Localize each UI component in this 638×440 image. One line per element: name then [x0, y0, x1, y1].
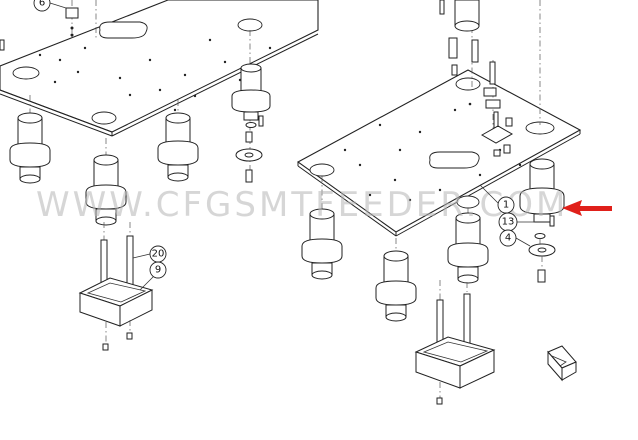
right-standoff-a [301, 176, 343, 280]
right-standoff-b [447, 208, 489, 284]
callout-6: 6 [33, 0, 67, 12]
left-standoff-upright [231, 63, 271, 183]
red-pointer-arrow [562, 200, 612, 216]
right-standoff-c [375, 238, 417, 322]
left-top-plate [0, 0, 319, 133]
watermark-text: WWW.CFGSMTFEEDER.COM [36, 185, 568, 225]
svg-text:6: 6 [39, 0, 45, 9]
svg-text:9: 9 [155, 265, 161, 276]
right-standoff-upright [519, 158, 565, 283]
svg-text:4: 4 [505, 233, 511, 244]
left-standoff-b [157, 100, 199, 182]
callout-4: 4 [499, 229, 531, 247]
callout-13: 13 [498, 212, 535, 232]
left-standoff-a [9, 95, 51, 184]
right-box [414, 336, 496, 389]
svg-text:13: 13 [502, 217, 515, 228]
callout-9: 9 [139, 261, 167, 291]
svg-text:1: 1 [503, 200, 509, 211]
svg-text:20: 20 [152, 249, 165, 260]
left-standoff-c [85, 138, 127, 226]
right-assembly [296, 0, 582, 405]
callout-1: 1 [479, 184, 515, 214]
arrow-box-icon [547, 345, 577, 382]
left-assembly [0, 0, 319, 351]
left-box [78, 277, 154, 327]
callout-20: 20 [132, 245, 167, 263]
